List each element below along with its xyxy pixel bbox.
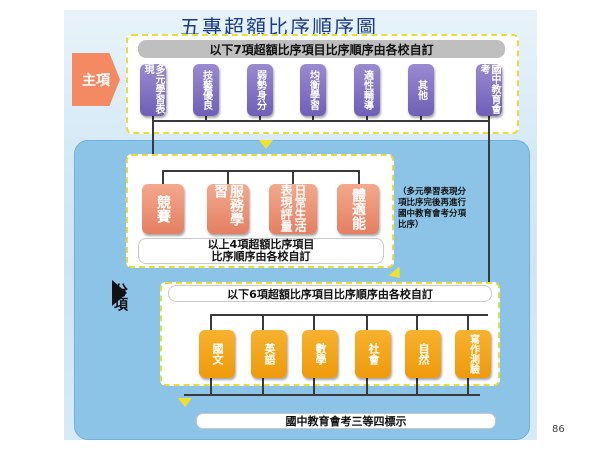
connector [420,112,422,122]
down-arrow-icon [178,398,192,407]
subject-science: 自然 [405,330,441,378]
subject-writing: 寫作測驗 [455,330,491,378]
connector [416,314,418,332]
connector [366,314,368,332]
sub-connector-bottom [184,394,480,396]
right-arrow-icon [112,280,127,306]
connector [416,378,418,395]
mid-footer-line1: 以上4項超額比序項目 [207,238,315,251]
connector [313,378,315,395]
mid-connector-bar [162,170,360,172]
connector [227,170,229,186]
main-item-skills: 技藝優良 [193,64,219,116]
main-item-diverse-learning: 多元學習表現 [140,64,166,116]
main-connector-bar [152,120,490,122]
connector [292,170,294,186]
main-items-label: 主項 [72,53,120,106]
exam-grade-footer: 國中教育會考三等四標示 [196,413,496,429]
connector [262,378,264,395]
connector [467,314,469,332]
mid-item-competition: 競賽 [142,184,184,234]
mid-item-service: 服務學習 [207,184,249,234]
connector [259,112,261,122]
exam-subjects-header: 以下6項超額比序項目比序順序由各校自訂 [168,285,492,302]
connector [313,314,315,332]
main-item-exam: 國中教育會考 [476,64,502,116]
connector [366,112,368,122]
mid-item-fitness: 體適能 [337,184,379,234]
main-item-counseling: 適性輔導 [354,64,380,116]
diverse-connector [152,112,154,172]
connector [205,112,207,122]
mid-items-footer: 以上4項超額比序項目 比序順序由各校自訂 [138,238,384,264]
down-arrow-icon [259,140,273,149]
main-item-balanced-learning: 均衡學習 [300,64,326,116]
page-number: 86 [552,424,565,435]
connector [467,378,469,395]
connector [358,170,360,186]
connector [210,378,212,395]
connector [366,378,368,395]
connector [210,314,212,332]
exam-connector [488,112,490,332]
main-item-disadvantaged: 弱勢身分 [247,64,273,116]
subject-english: 英語 [251,330,287,378]
connector [162,170,164,186]
main-items-header: 以下7項超額比序項目比序順序由各校自訂 [138,40,505,58]
connector [312,112,314,122]
main-item-other: 其他 [408,64,434,116]
connector [262,314,264,332]
mid-footer-line2: 比序順序由各校自訂 [211,250,311,263]
subject-chinese: 國文 [199,330,235,378]
sub-connector-top [210,314,488,316]
subject-math: 數學 [302,330,338,378]
mid-item-daily-life: 日常生活表現評量 [269,184,317,234]
comparison-note: （多元學習表現分項比序完後再進行國中教育會考分項比序） [398,187,467,230]
subject-social: 社會 [355,330,391,378]
